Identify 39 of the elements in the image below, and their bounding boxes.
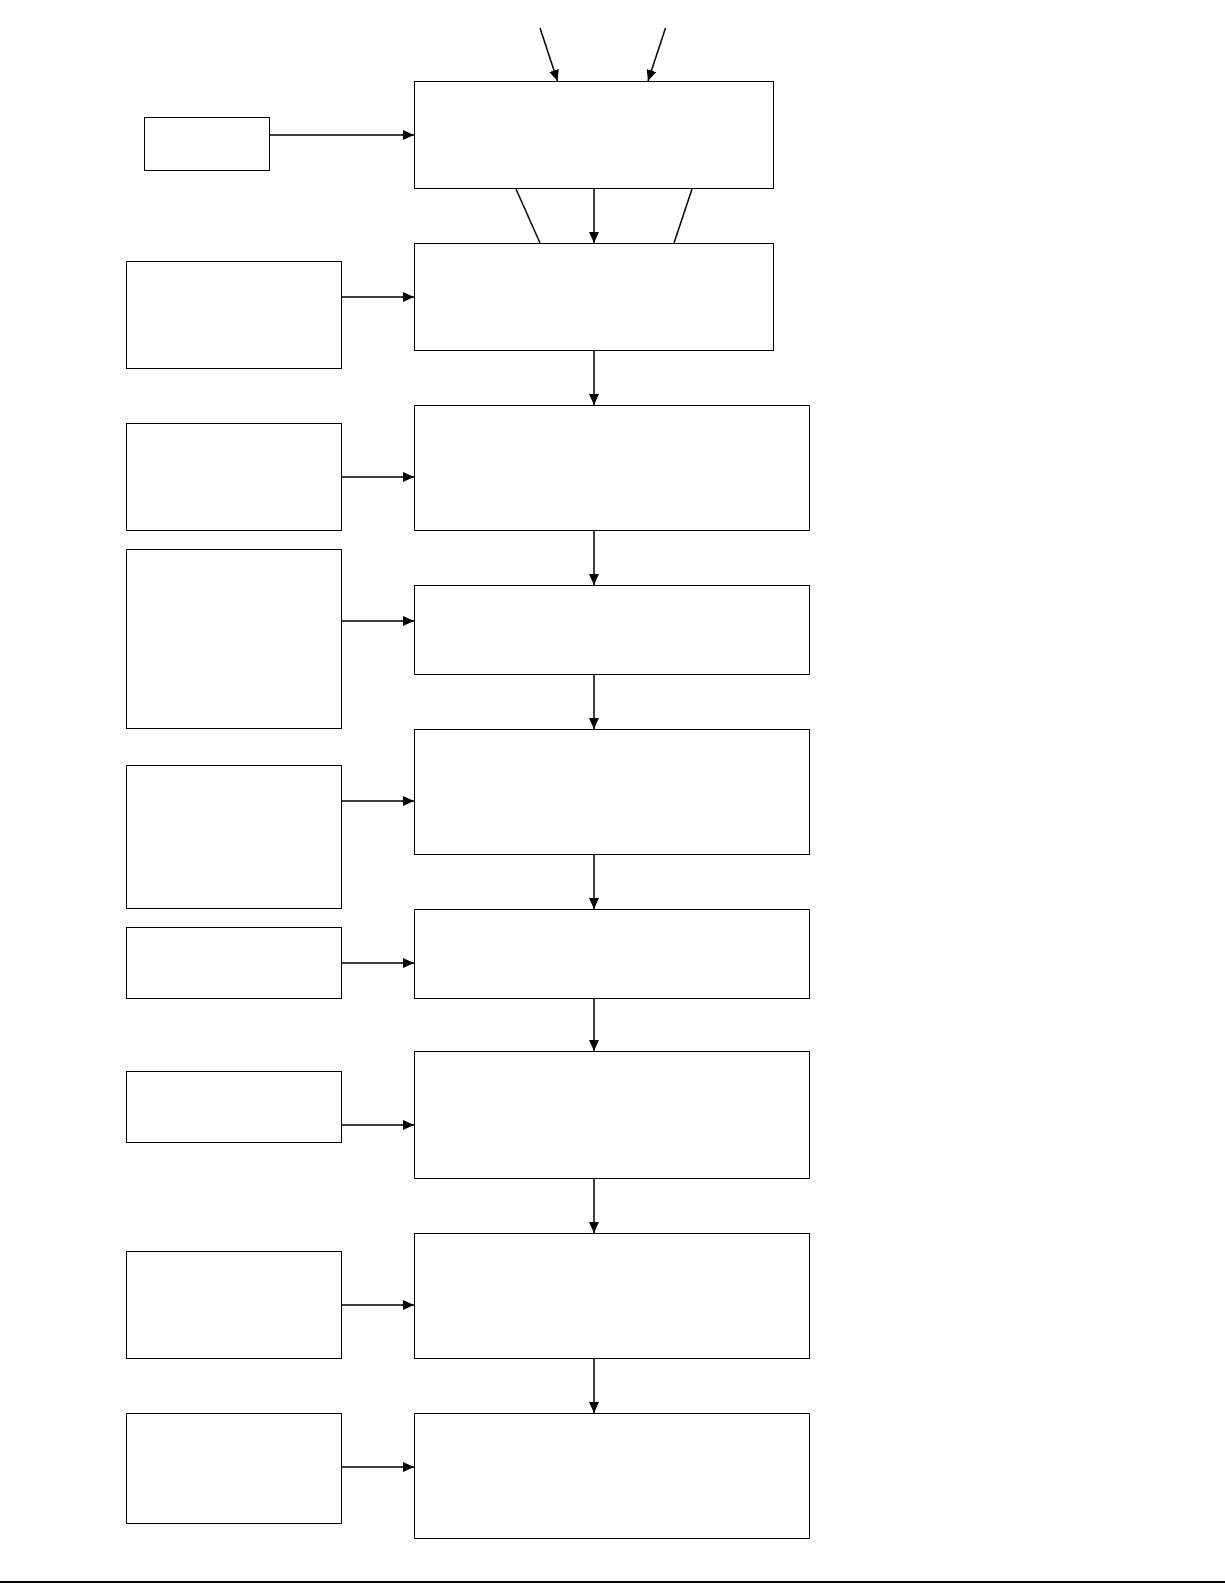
process-box: [414, 909, 810, 999]
process-box: [414, 243, 774, 351]
arrow: [341, 1300, 415, 1310]
process-box: [126, 549, 342, 729]
arrow: [589, 1178, 599, 1234]
process-box: [144, 117, 270, 171]
process-box: [414, 1233, 810, 1359]
process-box: [126, 1071, 342, 1143]
arrow: [341, 958, 415, 968]
process-box: [414, 1051, 810, 1179]
process-box: [414, 81, 774, 189]
arrow: [589, 350, 599, 406]
connector-line: [673, 188, 693, 244]
connector-line: [515, 188, 541, 244]
arrow: [589, 998, 599, 1052]
arrow: [341, 292, 415, 302]
arrow: [646, 27, 667, 82]
process-box: [414, 729, 810, 855]
arrow: [341, 1462, 415, 1472]
arrow: [589, 530, 599, 586]
process-box: [414, 585, 810, 675]
process-box: [126, 261, 342, 369]
arrow: [589, 674, 599, 730]
arrow: [589, 1358, 599, 1414]
process-box: [126, 765, 342, 909]
process-box: [414, 405, 810, 531]
arrow: [269, 130, 415, 140]
arrow: [341, 1120, 415, 1130]
process-box: [126, 1251, 342, 1359]
arrow: [341, 796, 415, 806]
process-box: [126, 1413, 342, 1524]
arrow: [589, 854, 599, 910]
arrow: [589, 188, 599, 244]
arrow: [539, 27, 559, 82]
arrow: [341, 616, 415, 626]
process-box: [126, 423, 342, 531]
arrow: [341, 472, 415, 482]
process-box: [126, 927, 342, 999]
process-box: [414, 1413, 810, 1539]
